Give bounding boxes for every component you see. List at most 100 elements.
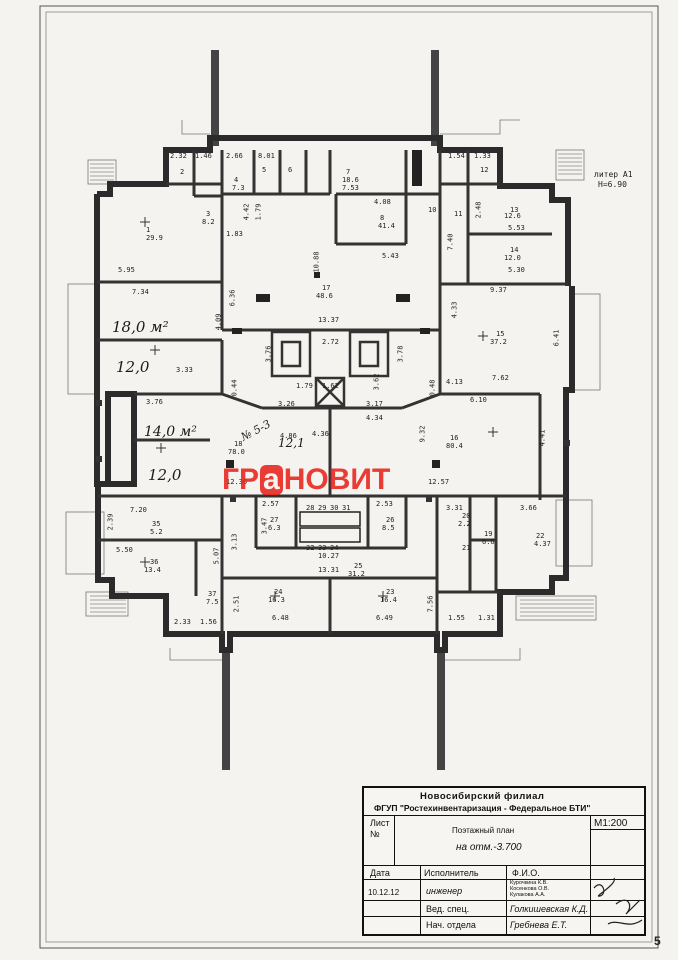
dim-label: 4.13 — [446, 378, 463, 386]
room-number: 8 — [380, 214, 385, 222]
dim-label: 9.32 — [418, 425, 427, 443]
dim-label: 2.66 — [226, 152, 243, 160]
spec-name: Голкишевская К.Д. — [510, 904, 589, 914]
dim-label: 3.17 — [366, 400, 383, 408]
room-number: 20 — [462, 512, 471, 520]
room-number: 1 — [146, 226, 151, 234]
room-number: 2 — [180, 168, 185, 176]
dim-label: 7.20 — [130, 506, 147, 514]
dim-label: 1.31 — [478, 614, 495, 622]
room-number: 16 — [450, 434, 459, 442]
dim-label: 1.56 — [200, 618, 217, 626]
area-label: 5.2 — [150, 528, 163, 536]
dim-label: 6.49 — [376, 614, 393, 622]
area-label: 7.3 — [232, 184, 245, 192]
dim-label: 9.37 — [490, 286, 507, 294]
area-label: 16.4 — [380, 596, 397, 604]
area-label: 12.0 — [504, 254, 521, 262]
org-line-2: ФГУП "Ростехинвентаризация - Федеральное… — [374, 803, 591, 813]
dim-label: 1.46 — [195, 152, 212, 160]
watermark-left: ГР — [222, 463, 260, 496]
engineer-name-1: Курочкина К.В. — [510, 880, 548, 886]
room-number: 13 — [510, 206, 519, 214]
area-label: 31.2 — [348, 570, 365, 578]
scale-label: М1:200 — [594, 818, 628, 829]
area-label: 78.0 — [228, 448, 245, 456]
dim-label: 2.53 — [376, 500, 393, 508]
area-label: 2.2 — [458, 520, 471, 528]
room-number: 14 — [510, 246, 519, 254]
dim-label: 5.43 — [382, 252, 399, 260]
dim-label: 2.33 — [174, 618, 191, 626]
page-number: 5 — [654, 934, 661, 948]
dim-label: 2.57 — [262, 500, 279, 508]
dim-label: 4.08 — [374, 198, 391, 206]
area-label: 37.2 — [490, 338, 507, 346]
room-number: 18 — [234, 440, 243, 448]
room-number: 22 — [536, 532, 545, 540]
dim-label: 3.66 — [520, 504, 537, 512]
room-number: 5 — [262, 166, 267, 174]
area-label: 48.6 — [316, 292, 333, 300]
dim-label: 7.34 — [132, 288, 149, 296]
letter-label: литер А1 — [594, 170, 633, 179]
room-number: 6 — [288, 166, 293, 174]
fio-label: Ф.И.О. — [512, 868, 540, 878]
engineer-name-3: Кулакова А.А. — [510, 892, 546, 898]
handwritten-area: 12,0 — [148, 466, 182, 484]
dim-label: 10.88 — [312, 251, 321, 273]
dim-label: 6.41 — [552, 329, 561, 347]
area-label: 8.2 — [202, 218, 215, 226]
watermark-mid: а — [260, 465, 283, 495]
dim-label: 3.76 — [264, 345, 273, 363]
watermark-right: НОВИТ — [283, 463, 391, 496]
performer-label: Исполнитель — [424, 868, 479, 878]
room-number: 35 — [152, 520, 161, 528]
room-number: 24 — [274, 588, 283, 596]
head-name: Гребнева Е.Т. — [510, 920, 568, 930]
dim-label: 5.30 — [508, 266, 525, 274]
room-number: 21 — [462, 544, 471, 552]
dim-label: 7.62 — [492, 374, 509, 382]
handwritten-area: 12,0 — [116, 358, 150, 376]
dim-label: 1.62 — [322, 382, 339, 390]
room-number: 11 — [454, 210, 463, 218]
area-label: 18.6 — [342, 176, 359, 184]
room-number: 36 — [150, 558, 159, 566]
area-label: 4.86 — [280, 432, 297, 440]
dim-label: 1.33 — [474, 152, 491, 160]
dim-label: 4.34 — [366, 414, 383, 422]
door-markers — [140, 217, 498, 601]
dim-label: 1.79 — [296, 382, 313, 390]
dim-label: 4.36 — [312, 430, 329, 438]
date-value: 10.12.12 — [368, 888, 400, 897]
dim-label: 5.53 — [508, 224, 525, 232]
room-number: 31 — [342, 504, 351, 512]
room-number: 17 — [322, 284, 331, 292]
role-head: Нач. отдела — [426, 920, 476, 930]
dim-label: 1.55 — [448, 614, 465, 622]
dim-label: 6.36 — [228, 289, 237, 307]
dim-label: 12.57 — [428, 478, 450, 486]
room-number: 23 — [386, 588, 395, 596]
sheet-frame-outer — [39, 5, 659, 949]
dim-label: 13.37 — [318, 316, 340, 324]
room-number: 30 — [330, 504, 339, 512]
dim-label: 1.54 — [448, 152, 465, 160]
room-number: 34 — [330, 544, 339, 552]
dim-label: 5.50 — [116, 546, 133, 554]
room-number: 12 — [480, 166, 489, 174]
signature-marks — [593, 877, 643, 925]
room-number: 33 — [318, 544, 327, 552]
dim-label: 0.44 — [230, 379, 239, 397]
dim-label: 2.48 — [474, 201, 483, 219]
role-spec: Вед. спец. — [426, 904, 470, 914]
dim-label: 4.42 — [242, 203, 251, 221]
room-number: 27 — [270, 516, 279, 524]
dim-label: 4.41 — [538, 429, 547, 447]
dim-label: 1.83 — [226, 230, 243, 238]
structural-columns — [211, 50, 445, 770]
area-label: 6.3 — [268, 524, 281, 532]
dim-label: 3.13 — [230, 533, 239, 551]
area-label: 41.4 — [378, 222, 395, 230]
